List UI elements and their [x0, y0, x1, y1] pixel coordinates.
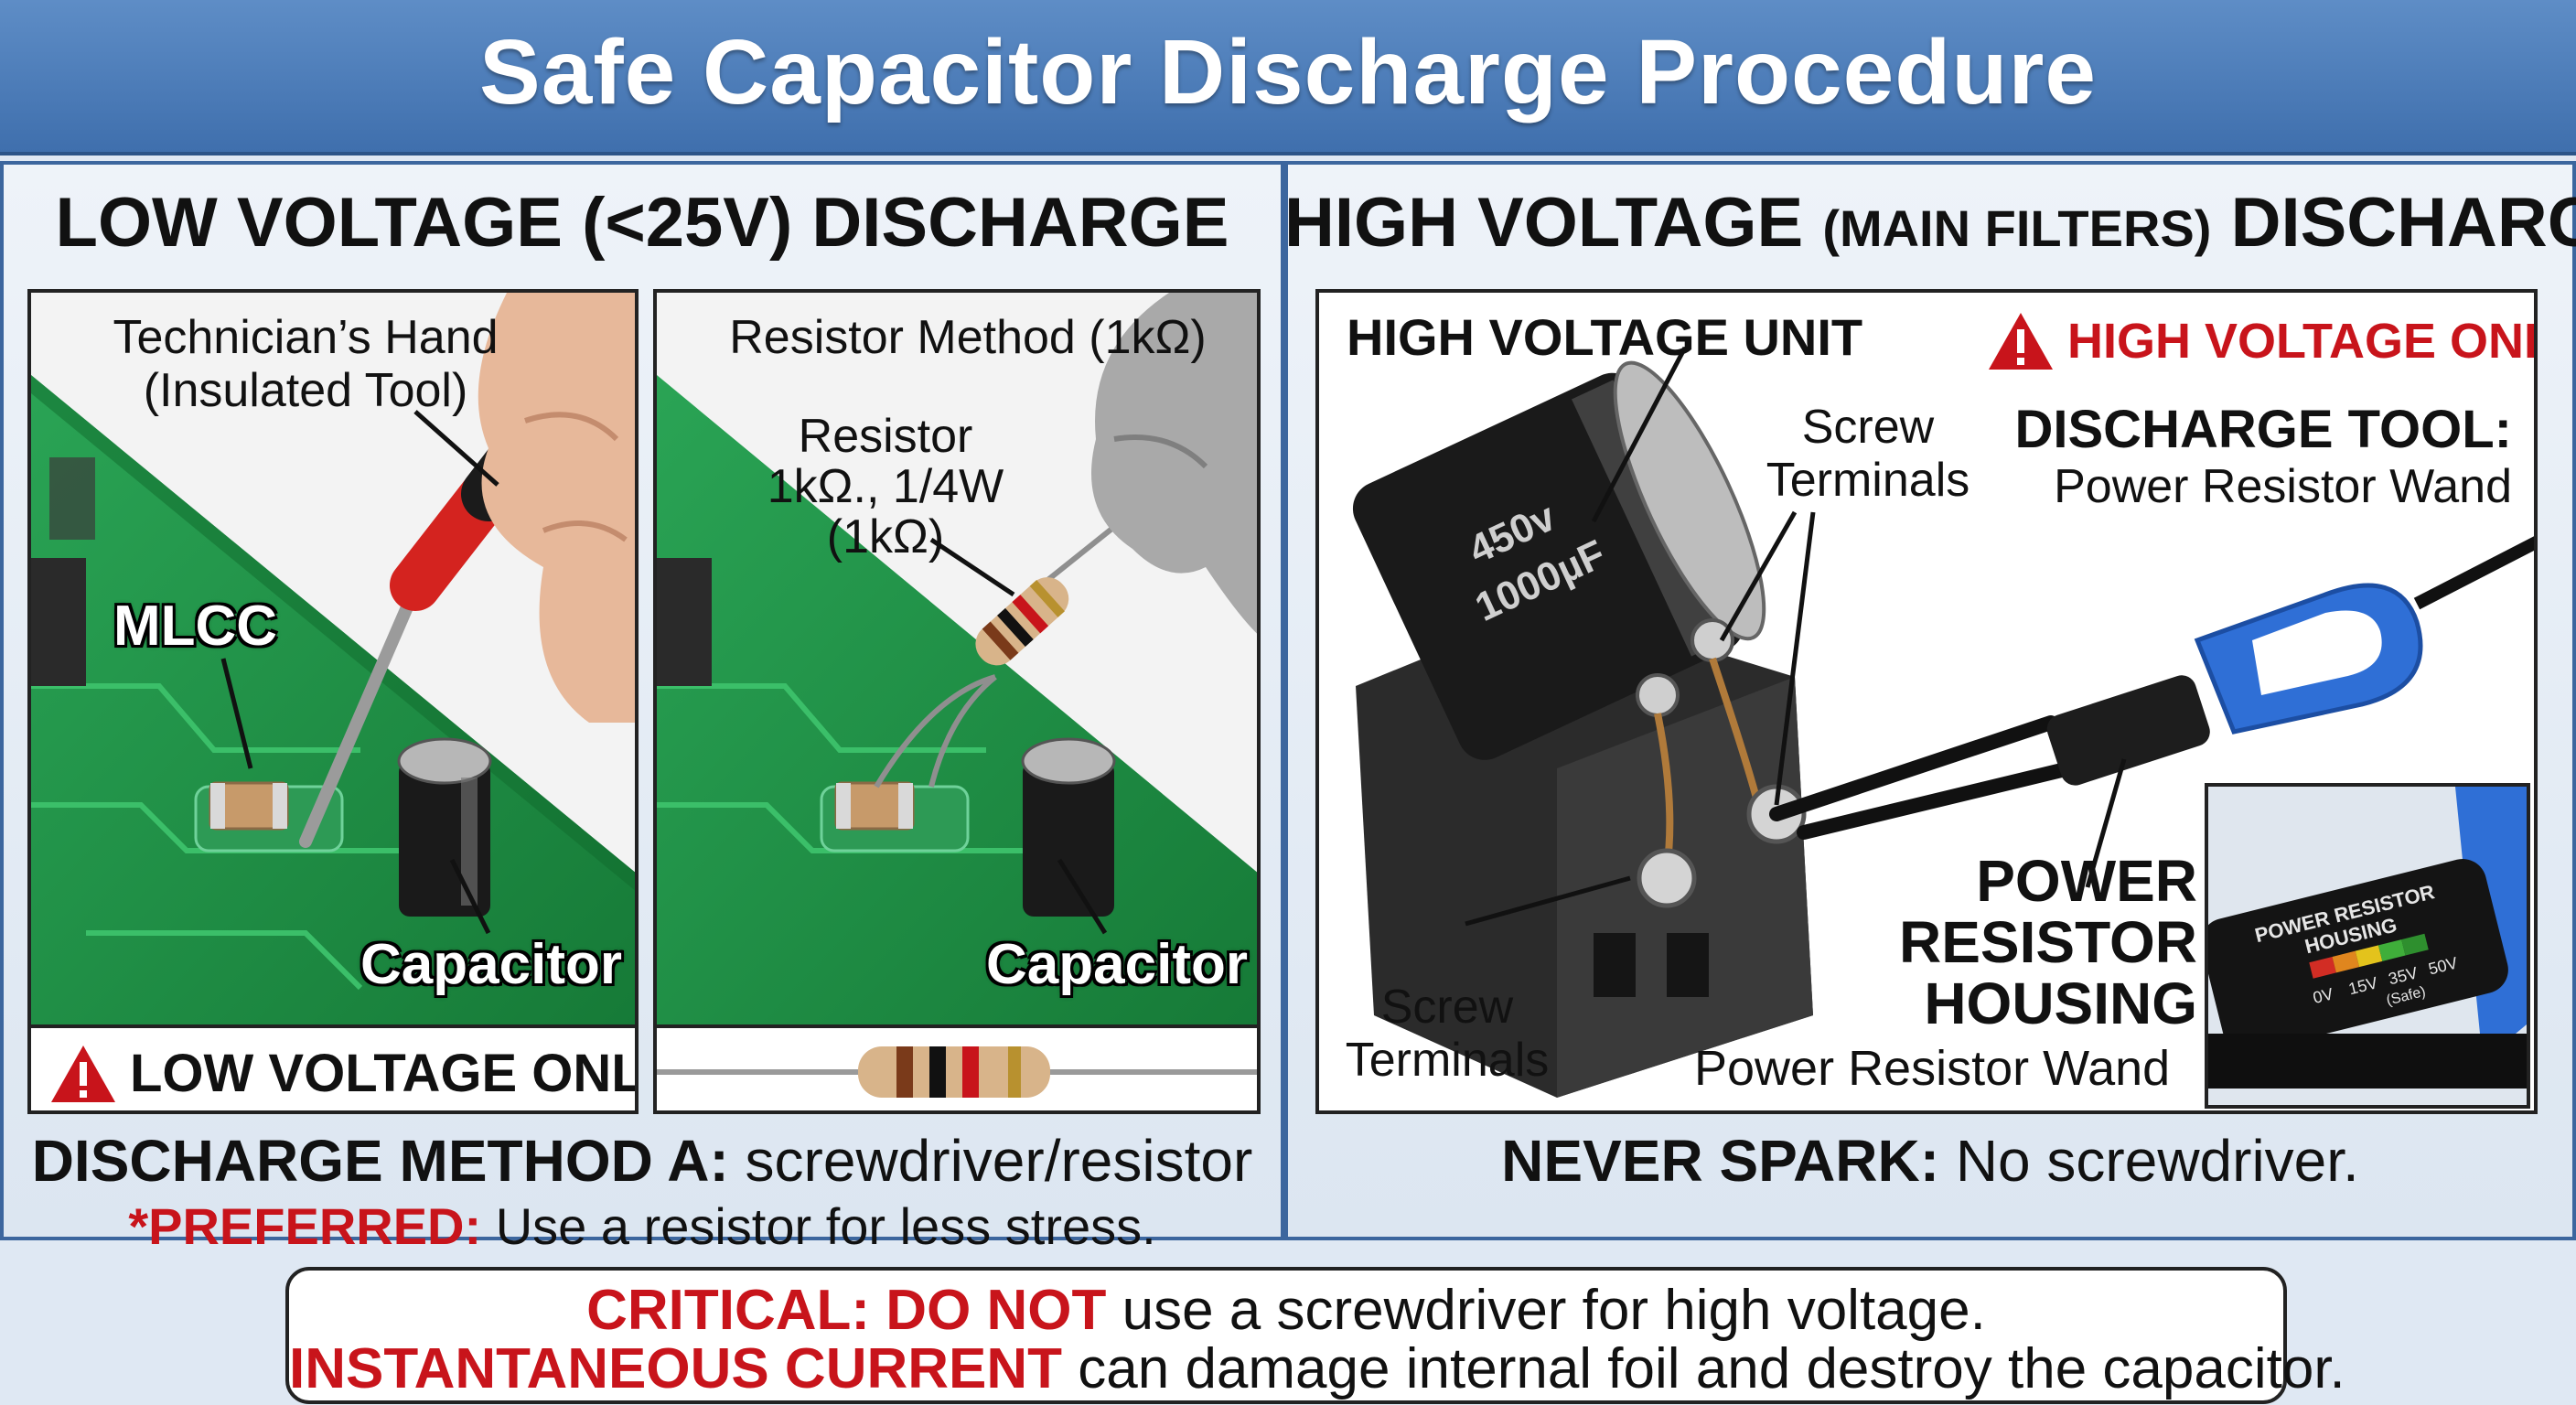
mlcc-label: MLCC [113, 595, 278, 658]
resistor-strip [657, 1024, 1257, 1110]
title-bar [0, 0, 2576, 156]
preferred-caption: *PREFERRED: Use a resistor for less stre… [128, 1197, 1156, 1255]
capacitor-label: Capacitor [986, 933, 1248, 996]
high-voltage-heading: HIGH VOLTAGE (MAIN FILTERS) DISCHARGE [1284, 184, 2576, 262]
resistor-pcb-illustration [657, 293, 1257, 1024]
housing-inset-illustration: POWER RESISTOR HOUSING 0V 15V 35V 50V (S… [2208, 787, 2527, 1105]
low-voltage-warning-strip [31, 1024, 635, 1110]
screw-terminals-bottom-label: Screw Terminals [1345, 981, 1550, 1088]
high-voltage-warning: HIGH VOLTAGE ONLY [1987, 311, 2538, 371]
never-spark-caption: NEVER SPARK: No screwdriver. [1501, 1128, 2359, 1194]
low-voltage-warning: LOW VOLTAGE ONLY [49, 1043, 639, 1104]
housing-inset: POWER RESISTOR HOUSING 0V 15V 35V 50V (S… [2205, 783, 2530, 1109]
high-voltage-photo: 450v 1000µF HIGH VOLTAGE UNIT HIGH [1315, 289, 2538, 1114]
power-resistor-housing-label: POWER RESISTOR HOUSING [1899, 848, 2197, 1037]
screwdriver-method-photo: Technician’s Hand (Insulated Tool) MLCC … [27, 289, 639, 1114]
low-voltage-heading: LOW VOLTAGE (<25V) DISCHARGE [55, 184, 1229, 262]
technician-hand-label: Technician’s Hand (Insulated Tool) [113, 311, 499, 418]
screwdriver-pcb-illustration [31, 293, 635, 1024]
screw-terminals-top-label: Screw Terminals [1766, 401, 1970, 508]
critical-line-1: CRITICAL: DO NOT use a screwdriver for h… [586, 1279, 1986, 1342]
power-resistor-wand-label: Power Resistor Wand [1694, 1041, 2171, 1096]
warning-triangle-icon [51, 1045, 115, 1102]
low-voltage-warning-text: LOW VOLTAGE ONLY [130, 1044, 639, 1103]
resistor-component-illustration [657, 1046, 1257, 1098]
page-title: Safe Capacitor Discharge Procedure [479, 21, 2097, 123]
resistor-method-photo: Resistor Method (1kΩ) Resistor 1kΩ., 1/4… [653, 289, 1261, 1114]
resistor-spec-label: Resistor 1kΩ., 1/4W (1kΩ) [767, 410, 1004, 564]
capacitor-label: Capacitor [360, 933, 622, 996]
discharge-tool-label: DISCHARGE TOOL: Power Resistor Wand [2014, 400, 2513, 513]
resistor-method-label: Resistor Method (1kΩ) [729, 311, 1207, 364]
high-voltage-warning-text: HIGH VOLTAGE ONLY [2067, 314, 2538, 369]
high-voltage-unit-label: HIGH VOLTAGE UNIT [1347, 308, 1863, 366]
warning-triangle-icon [1989, 313, 2053, 370]
critical-line-2: INSTANTANEOUS CURRENT can damage interna… [289, 1337, 2345, 1400]
discharge-method-caption: DISCHARGE METHOD A: screwdriver/resistor [31, 1128, 1253, 1194]
critical-warning-box: CRITICAL: DO NOT use a screwdriver for h… [285, 1267, 2345, 1404]
